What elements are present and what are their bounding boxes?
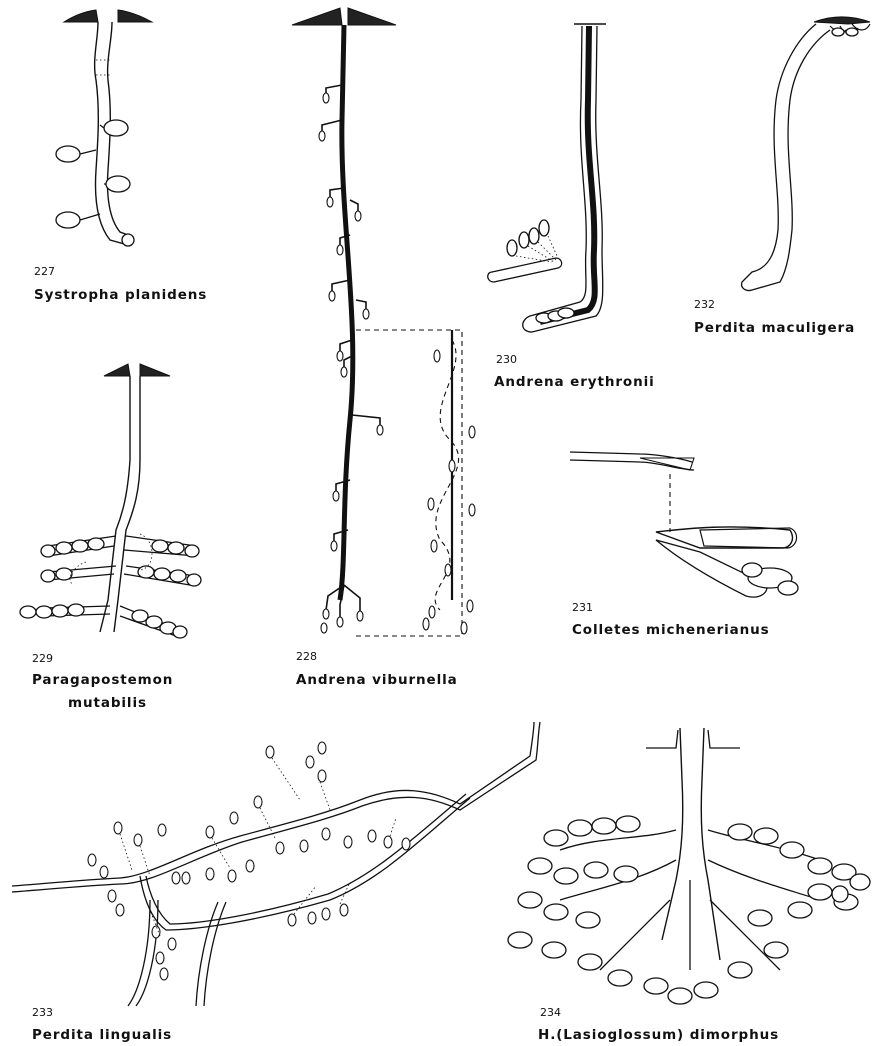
figure-227-caption: Systropha planidens <box>34 287 207 303</box>
figure-228-caption: Andrena viburnella <box>296 672 458 688</box>
figure-231-drawing <box>570 452 798 597</box>
figure-231-number: 231 <box>572 601 593 614</box>
figure-228-number: 228 <box>296 650 317 663</box>
figure-227-number: 227 <box>34 265 55 278</box>
figure-227-drawing <box>56 10 152 246</box>
figure-230-drawing <box>488 24 606 332</box>
figure-229-number: 229 <box>32 652 53 665</box>
figure-233-drawing <box>12 722 540 1006</box>
figure-229-drawing <box>20 364 201 638</box>
figure-234-number: 234 <box>540 1006 561 1019</box>
figure-229-caption-line2: mutabilis <box>68 695 147 711</box>
figure-234-caption: H.(Lasioglossum) dimorphus <box>538 1027 779 1043</box>
figure-231-caption: Colletes michenerianus <box>572 622 770 638</box>
figure-230-caption: Andrena erythronii <box>494 374 655 390</box>
figure-232-caption: Perdita maculigera <box>694 320 855 336</box>
figure-230-number: 230 <box>496 353 517 366</box>
figure-228-drawing <box>292 8 475 636</box>
figure-233-caption: Perdita lingualis <box>32 1027 172 1043</box>
figure-229-caption: Paragapostemon <box>32 672 173 688</box>
figure-233-number: 233 <box>32 1006 53 1019</box>
figure-232-drawing <box>742 17 870 291</box>
figure-232-number: 232 <box>694 298 715 311</box>
figure-234-drawing <box>508 728 870 1004</box>
